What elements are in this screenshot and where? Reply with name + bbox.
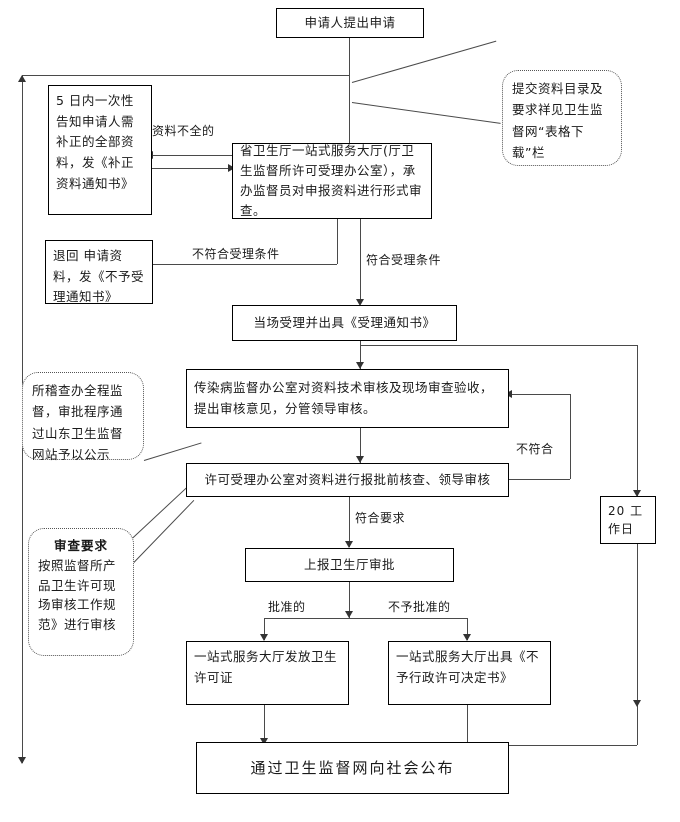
edge-not-meet-in xyxy=(509,394,570,395)
edge-report-down xyxy=(349,582,350,618)
edge-label-meet-accept: 符合受理条件 xyxy=(366,253,442,267)
edge-refusal-right xyxy=(467,745,637,746)
arrowhead-not-approved xyxy=(463,634,471,641)
note-submit-materials: 提交资料目录及要求祥见卫生监督网“表格下载”栏 xyxy=(502,70,622,166)
edge-not-approved-branch xyxy=(467,618,468,640)
leader-line-note-submit-upper xyxy=(351,40,497,83)
note-review-requirements-body: 按照监督所产品卫生许可现场审核工作规范》进行审核 xyxy=(38,558,117,632)
edge-form-review-down-branch xyxy=(337,219,338,264)
edge-accept-to-tech-review xyxy=(360,341,361,369)
arrowhead-license-to-publish xyxy=(260,738,268,745)
arrowhead-right-timeline xyxy=(633,700,641,707)
arrowhead-workdays-in xyxy=(633,490,641,497)
arrowhead-approved xyxy=(260,634,268,641)
arrowhead-incomplete-right xyxy=(228,164,235,172)
leader-line-note-submit-lower xyxy=(351,102,501,124)
arrowhead-meet-req xyxy=(345,541,353,548)
note-supervision: 所稽查办全程监督，审批程序通过山东卫生监督网站予以公示 xyxy=(22,372,144,462)
edge-approved-branch xyxy=(264,618,265,640)
leader-line-supervise-note xyxy=(143,442,202,461)
arrowhead-meet-accept xyxy=(356,299,364,306)
note-review-requirements: 审查要求 按照监督所产品卫生许可现场审核工作规范》进行审核 xyxy=(28,528,134,656)
node-publish[interactable]: 通过卫生监督网向社会公布 xyxy=(196,742,509,794)
note-review-requirements-title: 审查要求 xyxy=(53,538,108,553)
edge-label-not-approved: 不予批准的 xyxy=(388,600,451,614)
edge-approval-split xyxy=(264,618,467,619)
node-pre-approval-check[interactable]: 许可受理办公室对资料进行报批前核查、领导审核 xyxy=(186,463,509,497)
node-workdays: 20 工作日 xyxy=(600,496,656,544)
arrowhead-tech-to-pre-approval xyxy=(356,456,364,463)
edge-correct-notice-to-form-review xyxy=(152,168,232,169)
edge-meet-accept xyxy=(360,219,361,304)
edge-label-incomplete: 资料不全的 xyxy=(152,124,215,138)
edge-not-meet-up xyxy=(570,394,571,479)
edge-label-approved: 批准的 xyxy=(268,600,306,614)
node-issue-refusal[interactable]: 一站式服务大厅出具《不予行政许可决定书》 xyxy=(388,641,551,705)
edge-top-return-loop xyxy=(22,75,349,76)
edge-label-not-meet-accept: 不符合受理条件 xyxy=(192,247,280,261)
arrowhead-left-loop-up xyxy=(18,75,26,82)
arrowhead-left-loop-down xyxy=(18,757,26,764)
arrowhead-accept-to-tech-review xyxy=(356,362,364,369)
node-correction-notice[interactable]: 5 日内一次性告知申请人需补正的全部资料，发《补正资料通知书》 xyxy=(48,85,152,215)
edge-incomplete-to-correct-notice xyxy=(152,155,232,156)
node-reject-return[interactable]: 退回 申请资料，发《不予受理通知书》 xyxy=(45,240,153,304)
edge-right-timeline-top xyxy=(360,345,637,346)
node-accept-notice[interactable]: 当场受理并出具《受理通知书》 xyxy=(232,305,457,341)
edge-license-to-publish xyxy=(264,705,265,745)
edge-right-timeline xyxy=(637,345,638,745)
node-technical-review[interactable]: 传染病监督办公室对资料技术审核及现场审查验收，提出审核意见，分管领导审核。 xyxy=(186,369,509,428)
edge-apply-to-form-review xyxy=(349,37,350,156)
node-form-review[interactable]: 省卫生厅一站式服务大厅(厅卫生监督所许可受理办公室），承办监督员对申报资料进行形… xyxy=(232,143,432,219)
edge-refusal-down xyxy=(467,705,468,745)
edge-not-meet-accept xyxy=(152,264,337,265)
node-apply[interactable]: 申请人提出申请 xyxy=(276,8,424,38)
edge-not-meet-out xyxy=(509,479,570,480)
edge-label-meet-requirement: 符合要求 xyxy=(355,511,406,525)
edge-tech-to-pre-approval xyxy=(360,428,361,463)
edge-label-not-meet: 不符合 xyxy=(516,442,554,456)
arrowhead-report-down xyxy=(345,611,353,618)
node-issue-license[interactable]: 一站式服务大厅发放卫生许可证 xyxy=(186,641,349,705)
node-report-to-dept[interactable]: 上报卫生厅审批 xyxy=(245,548,454,582)
edge-meet-req xyxy=(349,497,350,547)
